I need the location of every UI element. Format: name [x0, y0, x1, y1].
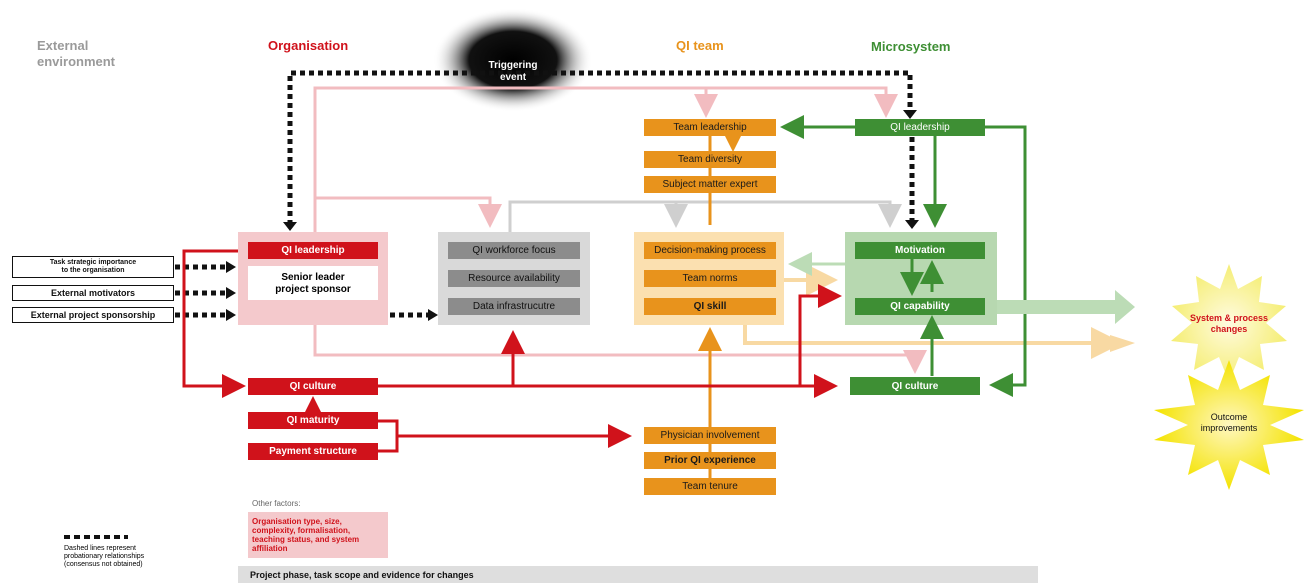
- external-motivators-box: External motivators: [12, 285, 174, 301]
- decision-making-box: Decision-making process: [644, 242, 776, 259]
- big-orange-arrow: [1110, 335, 1135, 352]
- footer-bar: [238, 566, 1038, 583]
- big-green-arrow: [997, 290, 1135, 324]
- team-diversity-box: Team diversity: [644, 151, 776, 168]
- micro-qi-culture-box: QI culture: [850, 377, 980, 395]
- physician-involvement-box: Physician involvement: [644, 427, 776, 444]
- data-infrastructure-box: Data infrastrucutre: [448, 298, 580, 315]
- light-orange-lines: [743, 264, 1123, 359]
- senior-leader-panel: [248, 266, 378, 300]
- external-environment-header: External environment: [37, 38, 116, 69]
- organisation-header: Organisation: [268, 38, 349, 53]
- other-factors-panel: [248, 512, 388, 558]
- qi-team-header: QI team: [676, 38, 724, 53]
- task-strategic-importance-box: Task strategic importance to the organis…: [12, 256, 174, 278]
- team-leadership-box: Team leadership: [644, 119, 776, 136]
- outcome-improvements-label: Outcome improvements: [1200, 412, 1258, 433]
- senior-leader-label: Senior leader project sponsor: [275, 272, 351, 295]
- resource-availability-box: Resource availability: [448, 270, 580, 287]
- triggering-event-shape: [433, 8, 593, 112]
- dashed-arrowheads: [226, 110, 919, 321]
- outcome-improvements-sun: [1154, 360, 1304, 490]
- red-lines: [182, 249, 842, 453]
- qi-workforce-focus-box: QI workforce focus: [448, 242, 580, 259]
- grey-lines: [508, 200, 902, 232]
- system-process-sun: [1171, 264, 1287, 382]
- microsystem-header: Microsystem: [871, 39, 951, 54]
- qi-skill-box: QI skill: [644, 298, 776, 315]
- other-factors-text: Organisation type, size, complexity, for…: [252, 517, 360, 553]
- external-project-sponsorship-box: External project sponsorship: [12, 307, 174, 323]
- org-qi-leadership-box: QI leadership: [248, 242, 378, 259]
- team-norms-box: Team norms: [644, 270, 776, 287]
- motivation-box: Motivation: [855, 242, 985, 259]
- system-process-label: System & process changes: [1189, 313, 1269, 334]
- qi-maturity-box: QI maturity: [248, 412, 378, 429]
- qi-capability-box: QI capability: [855, 298, 985, 315]
- triggering-event-label: Triggering event: [488, 60, 538, 83]
- subject-matter-expert-box: Subject matter expert: [644, 176, 776, 193]
- trigger-dashed-lines: [175, 70, 915, 318]
- prior-qi-experience-box: Prior QI experience: [644, 452, 776, 469]
- legend-text: Dashed lines represent probationary rela…: [64, 545, 145, 568]
- footer-text: Project phase, task scope and evidence f…: [250, 570, 474, 580]
- pink-lines: [313, 86, 927, 374]
- micro-qi-leadership-box: QI leadership: [855, 119, 985, 136]
- payment-structure-box: Payment structure: [248, 443, 378, 460]
- org-qi-culture-box: QI culture: [248, 378, 378, 395]
- green-lines: [780, 115, 1027, 397]
- other-factors-label: Other factors:: [252, 499, 301, 508]
- team-tenure-box: Team tenure: [644, 478, 776, 495]
